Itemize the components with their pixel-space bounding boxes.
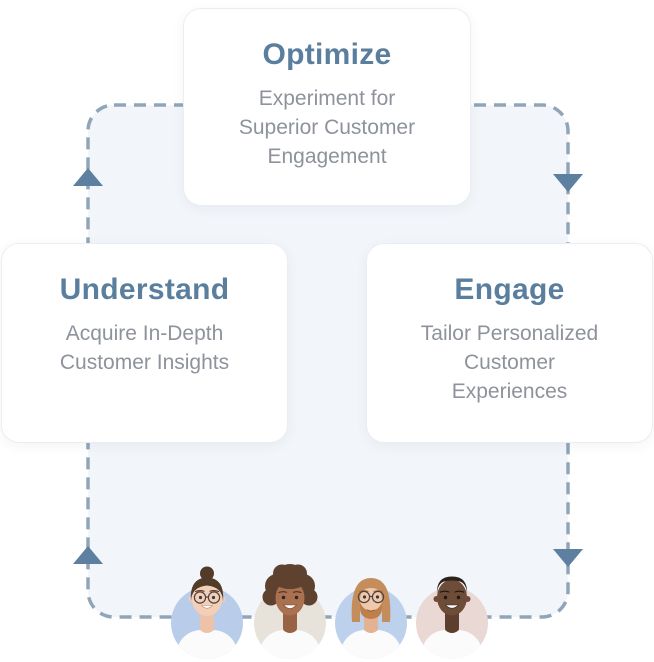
avatar-woman-with-bun-and-glasses	[167, 564, 247, 660]
avatar-man-with-long-hair-and-beard	[331, 564, 411, 660]
card-title: Engage	[454, 273, 565, 306]
card-description-line: Engagement	[267, 145, 387, 168]
card-description-line: Acquire In-Depth	[65, 322, 224, 345]
card-engage: Engage Tailor Personalized Customer Expe…	[366, 243, 653, 443]
avatar-woman-with-afro	[250, 564, 330, 660]
cycle-arrow-up-icon	[73, 168, 103, 186]
cycle-arrow-down-icon	[553, 549, 583, 567]
card-description: Acquire In-Depth Customer Insights	[2, 319, 287, 377]
card-understand: Understand Acquire In-Depth Customer Ins…	[1, 243, 288, 443]
card-title: Understand	[59, 273, 230, 306]
card-description-line: Tailor Personalized	[420, 322, 599, 345]
card-description-line: Experiment for	[258, 87, 396, 110]
avatar-man-with-short-hair	[412, 564, 492, 660]
cycle-arrow-down-icon	[553, 174, 583, 192]
card-title: Optimize	[262, 38, 392, 71]
card-description-line: Superior Customer	[238, 116, 416, 139]
cycle-arrow-up-icon	[73, 546, 103, 564]
card-description-line: Customer Insights	[59, 351, 230, 374]
card-description-line: Experiences	[451, 380, 568, 403]
card-description: Experiment for Superior Customer Engagem…	[184, 84, 470, 171]
card-description-line: Customer	[463, 351, 556, 374]
card-description: Tailor Personalized Customer Experiences	[367, 319, 652, 406]
card-optimize: Optimize Experiment for Superior Custome…	[183, 8, 471, 206]
